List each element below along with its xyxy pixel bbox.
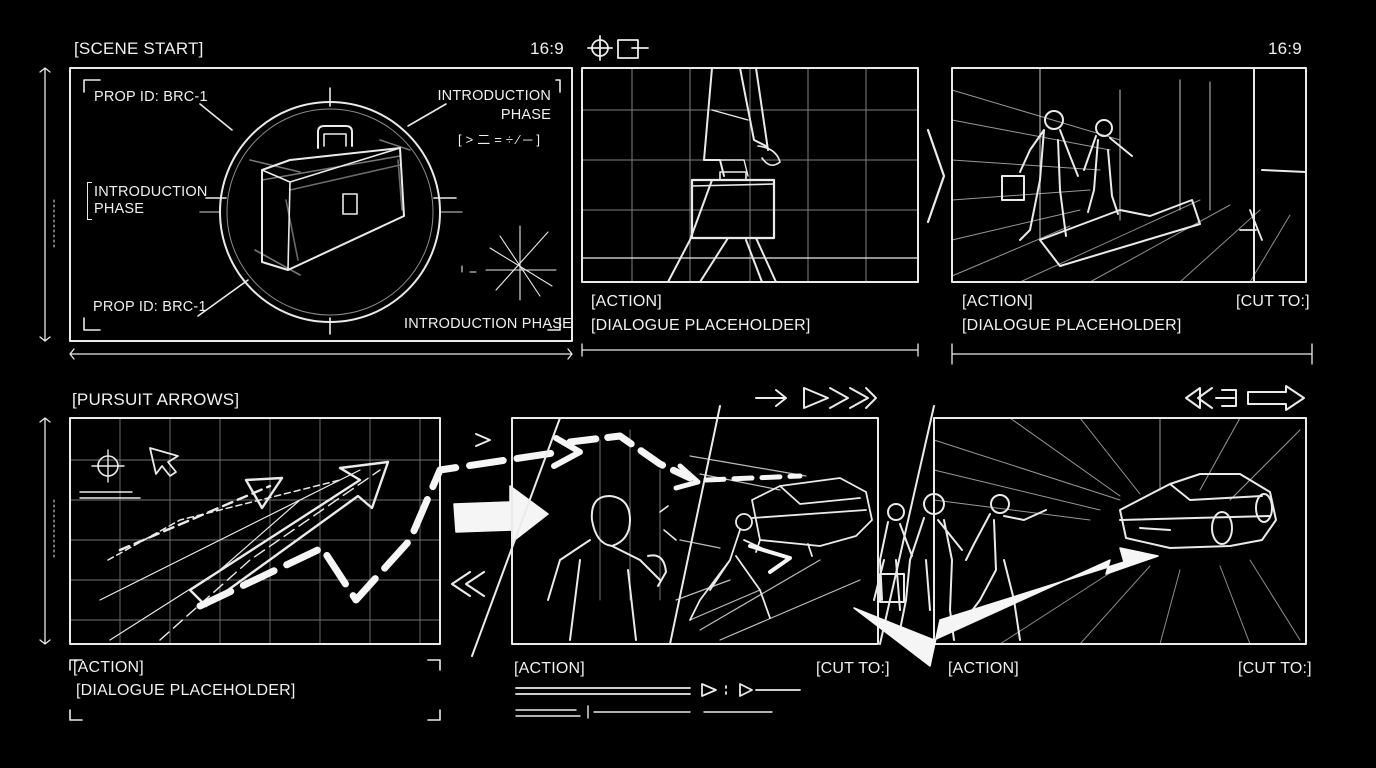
panel-2-art (581, 67, 919, 357)
prop-id-bottom-label: PROP ID: BRC-1 (93, 299, 207, 315)
panel3-cut-label: [CUT TO:] (1236, 293, 1310, 310)
foreground-arrow (853, 547, 1159, 667)
rewind-icon (1185, 385, 1305, 411)
intro-left-line1: INTRODUCTION (94, 184, 208, 200)
intro-bottom-label: INTRODUCTION PHASE (404, 316, 572, 332)
panel6-action-label: [ACTION] (948, 660, 1019, 677)
glyph-row: [ > ⼆ = ÷ ⁄ ─ ] (458, 132, 541, 147)
aspect-ratio-label-left: 16:9 (530, 39, 564, 58)
frame-icon (617, 39, 649, 59)
panel-3-art (951, 67, 1313, 365)
panel3-dialogue-label: [DIALOGUE PLACEHOLDER] (962, 317, 1182, 334)
panel-6-art (853, 417, 1307, 667)
panel4-action-label: [ACTION] (73, 659, 144, 676)
panel-1-frame (39, 67, 573, 360)
aspect-ratio-label-right: 16:9 (1268, 39, 1302, 58)
intro-top-line2: PHASE (500, 107, 551, 123)
pursuit-zigzag (196, 448, 564, 610)
panel-5-art (471, 405, 935, 657)
block-arrow-icon (453, 485, 549, 543)
play-icon (515, 683, 801, 719)
intro-left-line2: PHASE (94, 201, 145, 217)
rewind-chevrons-icon (450, 570, 486, 598)
intro-top-line1: INTRODUCTION (437, 88, 551, 104)
panel4-dialogue-label: [DIALOGUE PLACEHOLDER] (76, 682, 296, 699)
fast-forward-arrows-icon (755, 387, 877, 409)
panel5-action-label: [ACTION] (514, 660, 585, 677)
intro-left-bracket (87, 182, 92, 220)
briefcase-reticle (197, 87, 463, 335)
construction-star (461, 225, 557, 301)
pursuit-arrows-heading: [PURSUIT ARROWS] (72, 390, 240, 409)
panel6-cut-label: [CUT TO:] (1238, 660, 1312, 677)
crosshair-icon (587, 35, 613, 61)
scene-start-heading: [SCENE START] (74, 39, 204, 58)
panel3-action-label: [ACTION] (962, 293, 1033, 310)
prop-id-top-label: PROP ID: BRC-1 (94, 89, 208, 105)
panel2-dialogue-label: [DIALOGUE PLACEHOLDER] (591, 317, 811, 334)
panel5-cut-label: [CUT TO:] (816, 660, 890, 677)
transition-chevron (926, 128, 946, 224)
panel2-action-label: [ACTION] (591, 293, 662, 310)
